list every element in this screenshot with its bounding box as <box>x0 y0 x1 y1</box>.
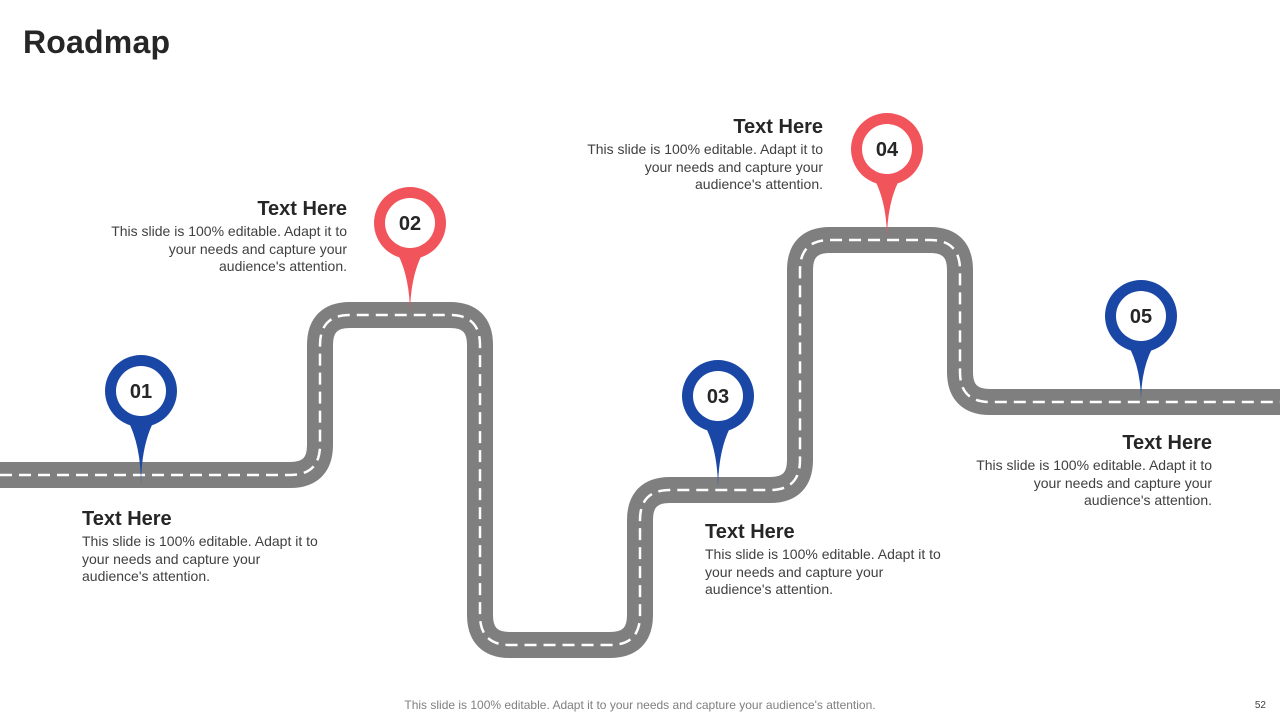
pin-02: 02 <box>374 187 446 315</box>
milestone-03-description: This slide is 100% editable. Adapt it to… <box>705 546 941 597</box>
slide-title: Roadmap <box>23 24 171 60</box>
milestone-02-text: Text Here This slide is 100% editable. A… <box>107 197 347 276</box>
pin-03: 03 <box>682 360 754 490</box>
milestone-05-heading: Text Here <box>1122 432 1212 454</box>
milestone-04-description: This slide is 100% editable. Adapt it to… <box>587 141 823 192</box>
milestone-05-text: Text Here This slide is 100% editable. A… <box>972 431 1212 510</box>
pin-05-number: 05 <box>1130 306 1152 328</box>
milestone-01-heading: Text Here <box>82 508 172 530</box>
slide-footer: This slide is 100% editable. Adapt it to… <box>404 698 876 712</box>
milestone-03-text: Text Here This slide is 100% editable. A… <box>705 520 945 599</box>
road-center-dashes <box>0 238 1280 647</box>
milestone-03-heading: Text Here <box>705 521 795 543</box>
milestone-01-description: This slide is 100% editable. Adapt it to… <box>82 533 318 584</box>
milestone-01-text: Text Here This slide is 100% editable. A… <box>82 507 322 586</box>
pin-04: 04 <box>851 113 923 240</box>
pin-03-number: 03 <box>707 386 729 408</box>
pin-02-number: 02 <box>399 213 421 235</box>
milestone-04-text: Text Here This slide is 100% editable. A… <box>583 115 823 194</box>
milestone-04-heading: Text Here <box>733 116 823 138</box>
milestone-05-description: This slide is 100% editable. Adapt it to… <box>976 457 1212 508</box>
pin-01: 01 <box>105 355 177 486</box>
milestone-02-heading: Text Here <box>257 198 347 220</box>
pin-01-number: 01 <box>130 381 152 403</box>
pin-04-number: 04 <box>876 139 899 161</box>
pin-05: 05 <box>1105 280 1177 402</box>
milestone-02-description: This slide is 100% editable. Adapt it to… <box>111 223 347 274</box>
page-number: 52 <box>1254 700 1266 711</box>
